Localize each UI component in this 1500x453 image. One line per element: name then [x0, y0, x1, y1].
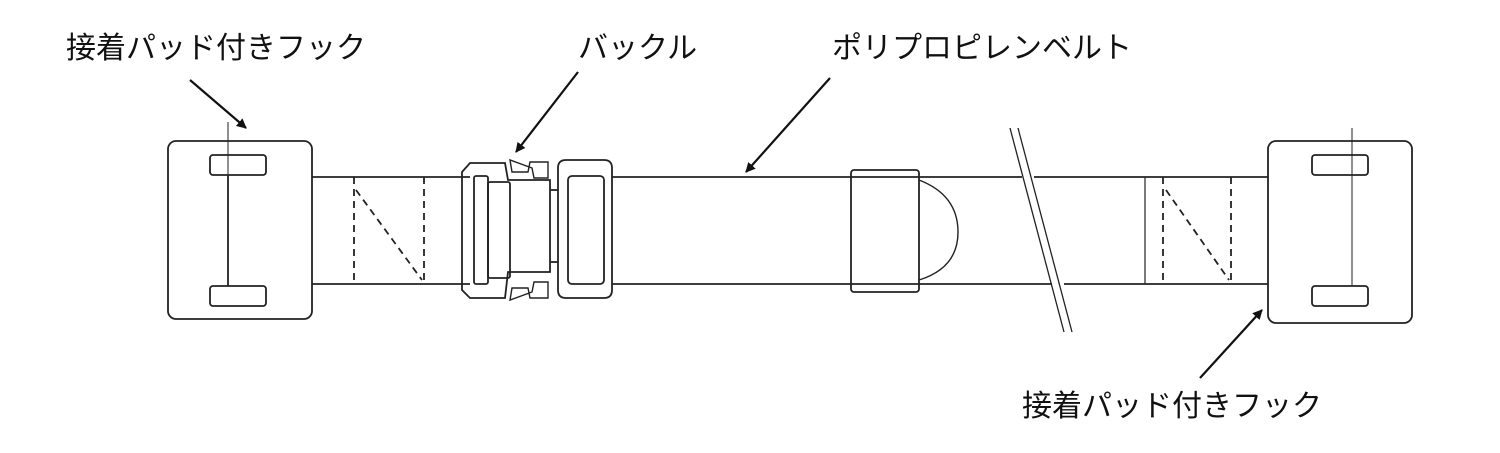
belt-middle [612, 176, 1052, 285]
left-hook [167, 122, 313, 320]
right-hook [1267, 128, 1413, 324]
arrow-belt [745, 77, 831, 173]
label-hook-right: 接着パッド付きフック [1022, 389, 1322, 424]
belt-left-segment [312, 176, 470, 285]
label-belt: ポリプロピレンベルト [832, 31, 1132, 66]
buckle-male [557, 159, 613, 299]
left-hook-tab-bottom [209, 285, 267, 307]
right-hook-pad [1267, 140, 1413, 324]
belt-keeper [850, 169, 959, 293]
buckle [461, 158, 613, 302]
arrow-hook-left [189, 79, 247, 129]
buckle-female [461, 162, 551, 299]
right-hook-tab-bottom [1311, 285, 1369, 307]
right-hook-tab-top [1311, 154, 1369, 176]
label-buckle: バックル [578, 31, 697, 66]
belt-right-segment [1034, 176, 1268, 285]
left-hook-pad [167, 140, 313, 320]
arrow-hook-right [1199, 309, 1263, 379]
arrow-buckle [515, 71, 579, 153]
label-hook-left: 接着パッド付きフック [66, 31, 366, 66]
break-mark [1009, 127, 1073, 333]
left-hook-tab-top [209, 154, 267, 176]
